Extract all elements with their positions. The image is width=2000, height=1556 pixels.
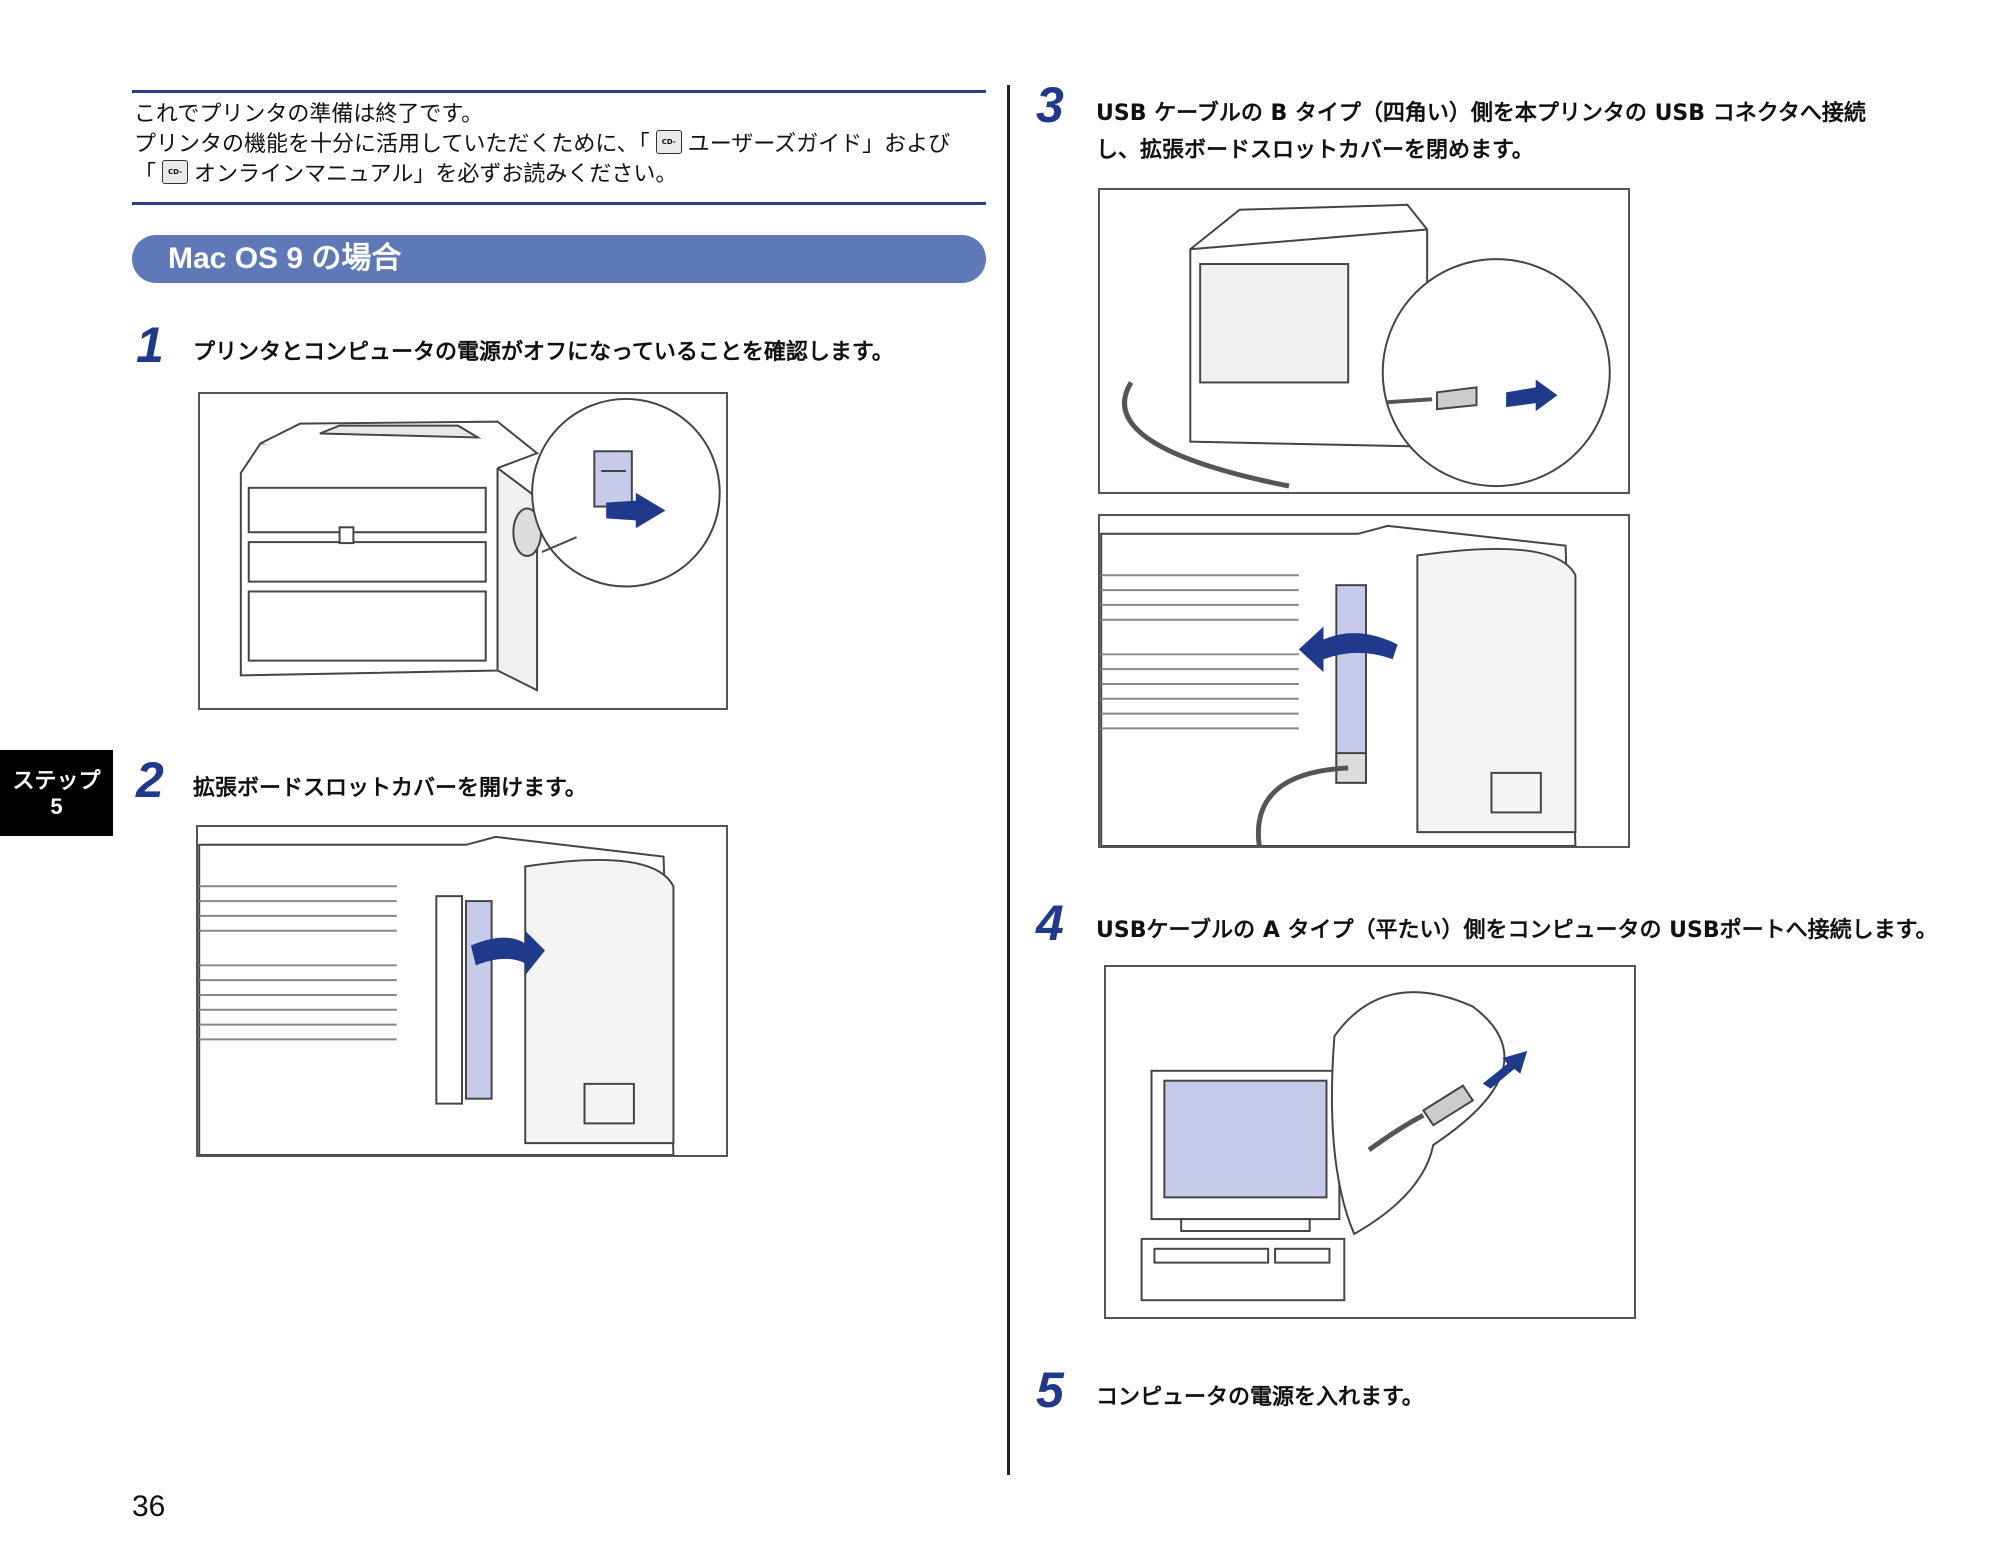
note-line-3-bracket: 「 <box>134 162 157 187</box>
online-manual-ref: オンラインマニュアル」を必ずお読みください。 <box>194 162 678 187</box>
side-tab-number: 5 <box>50 794 63 819</box>
step-2-text: 拡張ボードスロットカバーを開けます。 <box>193 776 587 801</box>
column-divider <box>1007 85 1010 1475</box>
page-number: 36 <box>132 1490 166 1523</box>
figure-close-slot-cover <box>1098 514 1630 848</box>
figure-open-slot-cover <box>196 825 728 1157</box>
step-1-number: 1 <box>136 317 164 373</box>
cd-rom-icon: CD-ROM <box>655 130 682 154</box>
step-4-number: 4 <box>1036 895 1064 951</box>
step-4-text: USBケーブルの A タイプ（平たい）側をコンピュータの USBポートへ接続しま… <box>1096 918 1938 943</box>
usb-b-connection-illustration <box>1122 203 1611 489</box>
step-3-text-line-2: し、拡張ボードスロットカバーを閉めます。 <box>1096 138 1534 163</box>
users-guide-ref: ユーザーズガイド」および <box>687 132 951 157</box>
slot-cover-open-illustration <box>198 835 675 1155</box>
step-side-tab: ステップ 5 <box>0 750 113 836</box>
side-tab-label: ステップ <box>12 768 101 793</box>
figure-connect-usb-b <box>1098 188 1630 494</box>
section-title: Mac OS 9 の場合 <box>132 235 986 283</box>
step-1-text: プリンタとコンピュータの電源がオフになっていることを確認します。 <box>193 340 894 365</box>
note-line-2: プリンタの機能を十分に活用していただくために、「CD-ROMユーザーズガイド」お… <box>134 130 984 160</box>
step-3-text-line-1: USB ケーブルの B タイプ（四角い）側を本プリンタの USB コネクタへ接続 <box>1096 101 1866 126</box>
usb-a-computer-illustration <box>1140 991 1528 1302</box>
figure-connect-usb-a <box>1104 965 1636 1319</box>
completion-note: これでプリンタの準備は終了です。 プリンタの機能を十分に活用していただくために、… <box>134 100 984 190</box>
step-3-number: 3 <box>1036 77 1064 133</box>
cd-rom-icon: CD-ROM <box>162 160 189 184</box>
step-5-text: コンピュータの電源を入れます。 <box>1096 1385 1424 1410</box>
step-2-number: 2 <box>136 752 164 808</box>
bottom-rule <box>132 202 986 205</box>
printer-power-illustration <box>239 397 721 692</box>
slot-cover-close-illustration <box>1100 524 1577 846</box>
note-line-1: これでプリンタの準備は終了です。 <box>134 102 484 127</box>
step-5-number: 5 <box>1036 1362 1064 1418</box>
figure-printer-power-off <box>198 392 728 710</box>
top-rule <box>132 90 986 93</box>
note-line-3: 「CD-ROMオンラインマニュアル」を必ずお読みください。 <box>134 160 984 190</box>
note-line-2-text: プリンタの機能を十分に活用していただくために、「 <box>134 132 650 157</box>
